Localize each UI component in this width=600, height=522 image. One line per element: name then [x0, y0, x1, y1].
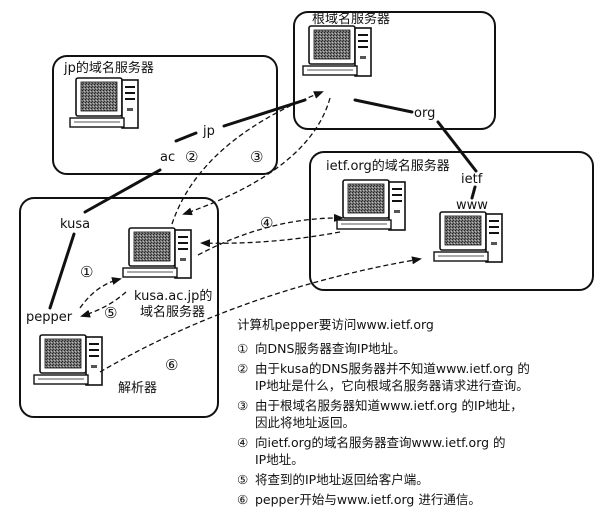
legend-text: 向ietf.org的域名服务器查询www.ietf.org 的 IP地址。 [255, 435, 506, 467]
legend-step-6: ⑥ pepper开始与www.ietf.org 进行通信。 [237, 491, 597, 508]
node-pepper: pepper [26, 310, 73, 325]
arrow-step-4-response [200, 231, 341, 248]
legend-mark: ③ [237, 398, 249, 413]
step-4-marker: ④ [260, 214, 274, 232]
resolver-computer [33, 334, 103, 386]
kusa-server-title-2: 域名服务器 [140, 305, 206, 320]
kusa-server-computer [122, 227, 192, 279]
legend-mark: ⑥ [237, 492, 249, 507]
arrow-step-5 [80, 291, 127, 318]
step-arrows [79, 91, 422, 373]
legend-step-5: ⑤ 将查到的IP地址返回给客户端。 [237, 471, 597, 488]
step-1-marker: ① [80, 263, 94, 281]
legend-text: 由于根域名服务器知道www.ietf.org 的IP地址， 因此将地址返回。 [255, 398, 523, 430]
steps-legend: 计算机pepper要访问www.ietf.org ① 向DNS服务器查询IP地址… [237, 316, 597, 511]
node-org: org [414, 106, 436, 121]
root-server-box [293, 11, 496, 130]
legend-step-1: ① 向DNS服务器查询IP地址。 [237, 340, 597, 357]
ietf-server-title: ietf.org的域名服务器 [326, 159, 450, 174]
legend-mark: ① [237, 341, 249, 356]
resolver-title: 解析器 [118, 381, 158, 396]
legend-step-3: ③ 由于根域名服务器知道www.ietf.org 的IP地址， 因此将地址返回。 [237, 397, 597, 431]
step-6-marker: ⑥ [165, 356, 179, 374]
legend-text: 向DNS服务器查询IP地址。 [255, 341, 406, 356]
step-5-marker: ⑤ [104, 304, 118, 322]
node-ac: ac [160, 150, 176, 165]
arrow-step-2 [171, 91, 324, 225]
legend-mark: ⑤ [237, 472, 249, 487]
node-www: www [456, 198, 488, 213]
kusa-server-title-1: kusa.ac.jp的 [134, 289, 213, 304]
www-server-computer [433, 211, 503, 263]
legend-mark: ② [237, 361, 249, 376]
legend-step-4: ④ 向ietf.org的域名服务器查询www.ietf.org 的 IP地址。 [237, 434, 597, 468]
node-ietf: ietf [461, 172, 483, 187]
legend-step-2: ② 由于kusa的DNS服务器并不知道www.ietf.org 的 IP地址是什… [237, 360, 597, 394]
jp-server-box [52, 55, 278, 175]
node-kusa: kusa [60, 217, 91, 232]
jp-server-title: jp的域名服务器 [64, 61, 154, 76]
node-jp: jp [203, 124, 215, 139]
jp-server-computer [69, 77, 139, 129]
step-2-marker: ② [185, 148, 199, 166]
root-server-computer [302, 25, 372, 77]
client-network-box [19, 197, 219, 418]
step-3-marker: ③ [250, 148, 264, 166]
legend-text: 由于kusa的DNS服务器并不知道www.ietf.org 的 IP地址是什么，… [255, 361, 530, 393]
legend-text: pepper开始与www.ietf.org 进行通信。 [255, 492, 481, 507]
legend-text: 将查到的IP地址返回给客户端。 [255, 472, 429, 487]
ietf-server-computer [336, 179, 406, 231]
arrow-step-4-request [197, 213, 344, 256]
root-server-title: 根域名服务器 [312, 12, 391, 27]
arrow-step-3 [182, 97, 331, 216]
arrow-step-6 [99, 256, 422, 373]
domain-tree [48, 98, 478, 310]
legend-title: 计算机pepper要访问www.ietf.org [237, 317, 434, 332]
legend-mark: ④ [237, 435, 249, 450]
ietf-server-box [309, 151, 594, 291]
arrow-step-1 [79, 277, 122, 309]
